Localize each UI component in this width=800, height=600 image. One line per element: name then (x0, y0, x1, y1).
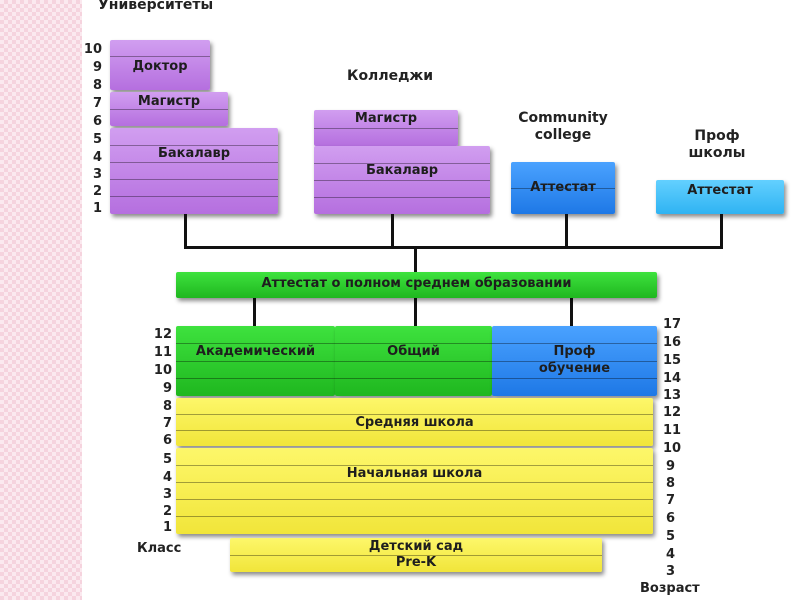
prof-school-certificate-block: Аттестат (656, 180, 784, 214)
age-12: 12 (663, 405, 682, 420)
title-prof-schools-line1: Проф (694, 128, 740, 144)
grade-7: 7 (162, 416, 172, 431)
year-1: 1 (92, 201, 102, 216)
vocational-track-label-line1: Проф (553, 344, 596, 359)
age-15: 15 (663, 353, 682, 368)
year-2: 2 (92, 184, 102, 199)
grade-9: 9 (162, 381, 172, 396)
grade-8: 8 (162, 399, 172, 414)
age-4: 4 (666, 547, 676, 562)
college-bachelor-block: Бакалавр (314, 146, 490, 214)
year-5: 5 (92, 132, 102, 147)
year-10: 10 (83, 42, 102, 57)
age-axis-label: Возраст (640, 581, 700, 596)
middle-school-label: Средняя школа (355, 415, 474, 430)
university-master-label: Магистр (137, 94, 201, 109)
college-bachelor-label: Бакалавр (365, 163, 439, 178)
year-4: 4 (92, 150, 102, 165)
year-6: 6 (92, 114, 102, 129)
age-6: 6 (666, 511, 676, 526)
age-5: 5 (666, 529, 676, 544)
college-master-label: Магистр (354, 111, 418, 126)
age-14: 14 (663, 371, 682, 386)
elementary-school-block: Начальная школа (176, 448, 653, 534)
elementary-school-label: Начальная школа (346, 466, 483, 481)
age-9: 9 (666, 459, 676, 474)
age-3: 3 (666, 564, 676, 579)
university-master-block: Магистр (110, 92, 228, 126)
grade-3: 3 (162, 487, 172, 502)
high-school-diploma-block: Аттестат о полном среднем образовании (176, 272, 657, 298)
prof-school-certificate-label: Аттестат (687, 183, 753, 198)
title-prof-schools-line2: школы (688, 145, 746, 161)
title-universities: Университеты (98, 0, 214, 13)
grade-11: 11 (153, 345, 172, 360)
high-school-diploma-label: Аттестат о полном среднем образовании (261, 276, 572, 291)
title-colleges: Колледжи (347, 68, 434, 84)
university-bachelor-block: Бакалавр (110, 128, 278, 214)
grade-5: 5 (162, 452, 172, 467)
title-community-college: Community college (508, 110, 618, 144)
grade-axis-label: Класс (137, 541, 182, 556)
age-13: 13 (663, 388, 682, 403)
age-8: 8 (666, 476, 676, 491)
pre-k-label: Pre-K (395, 555, 437, 570)
middle-school-block: Средняя школа (176, 398, 653, 446)
community-college-certificate-block: Аттестат (511, 162, 615, 214)
grade-12: 12 (153, 327, 172, 342)
age-7: 7 (666, 493, 676, 508)
title-community-college-line1: Community (518, 110, 608, 126)
college-master-block: Магистр (314, 110, 458, 146)
grade-2: 2 (162, 504, 172, 519)
year-7: 7 (92, 96, 102, 111)
decorative-sidebar (0, 0, 82, 600)
title-community-college-line2: college (534, 127, 592, 143)
age-10: 10 (663, 441, 682, 456)
year-9: 9 (92, 60, 102, 75)
grade-1: 1 (162, 520, 172, 535)
kindergarten-label: Детский сад (368, 539, 464, 554)
grade-4: 4 (162, 470, 172, 485)
grade-6: 6 (162, 433, 172, 448)
age-17: 17 (663, 317, 682, 332)
vocational-track-label-line2: обучение (538, 361, 611, 376)
age-16: 16 (663, 335, 682, 350)
grade-10: 10 (153, 363, 172, 378)
year-3: 3 (92, 167, 102, 182)
university-doctor-block: Доктор (110, 40, 210, 90)
kindergarten-block: Детский сад Pre-K (230, 538, 602, 572)
general-track-block: Общий (335, 326, 492, 396)
community-college-certificate-label: Аттестат (530, 180, 596, 195)
academic-track-label: Академический (195, 344, 316, 359)
university-doctor-label: Доктор (132, 59, 188, 74)
academic-track-block: Академический (176, 326, 335, 396)
year-8: 8 (92, 78, 102, 93)
general-track-label: Общий (387, 344, 440, 359)
age-11: 11 (663, 423, 682, 438)
university-bachelor-label: Бакалавр (157, 146, 231, 161)
title-prof-schools: Проф школы (672, 128, 762, 162)
vocational-track-block: Проф обучение (492, 326, 657, 396)
